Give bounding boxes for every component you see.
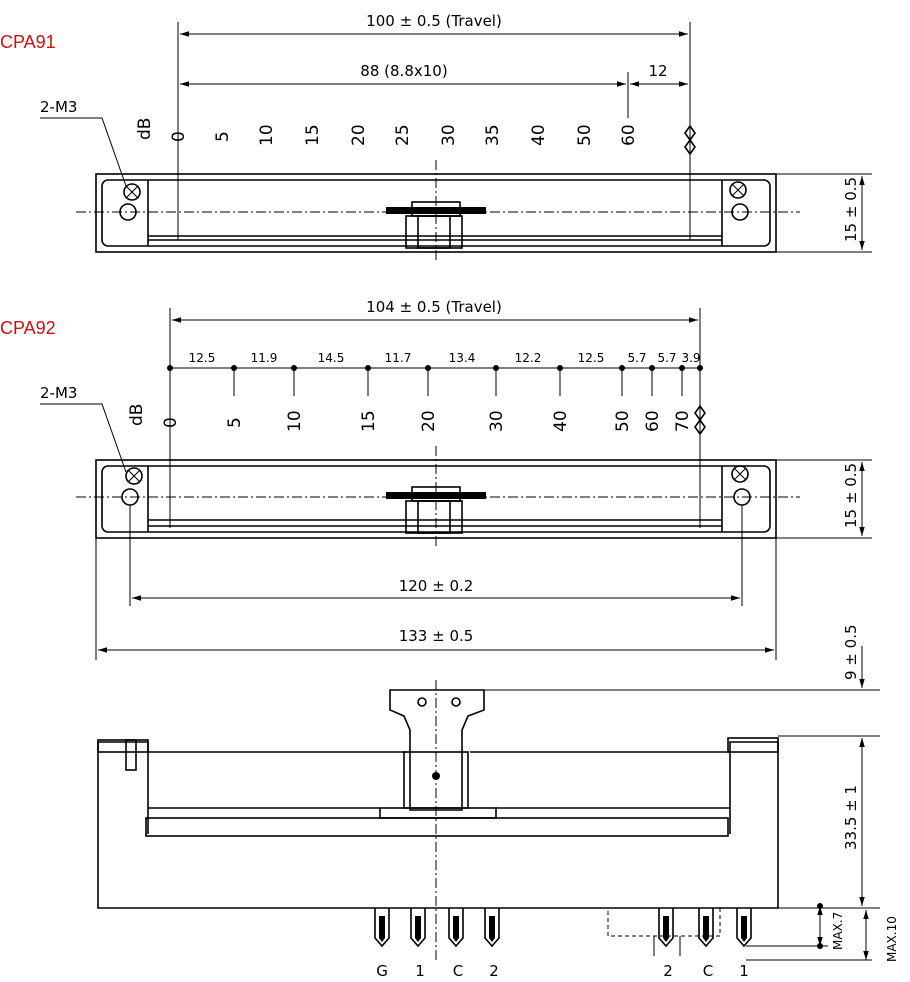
cpa91-mount-leader: [40, 117, 127, 187]
pin-label-right: 1: [739, 962, 749, 980]
cpa92-height-label: 15 ± 0.5: [842, 463, 860, 528]
cpa91-slider-knob: [386, 201, 486, 249]
terminal-pin: [374, 908, 390, 948]
terminal-pin: [410, 908, 426, 948]
side-pin-labels: G 1 C 2 2 C 1: [376, 962, 749, 980]
cpa91-scale-label: 35: [483, 124, 503, 146]
side-pins-left: [374, 908, 500, 948]
cpa92-scale-label: 20: [419, 410, 439, 432]
cpa92-spacing-label: 12.2: [515, 351, 542, 365]
cpa92-spacing-label: 13.4: [449, 351, 476, 365]
cpa92-scale: 0 5 10 15 20 30 40 50 60 70: [161, 368, 693, 432]
terminal-pin: [484, 908, 500, 948]
terminal-pin: [736, 908, 752, 948]
knob-height-label: 9 ± 0.5: [842, 624, 860, 680]
cpa92-spacing-label: 5.7: [657, 351, 676, 365]
cpa92-mount-leader: [40, 403, 127, 473]
cpa91-scale-label: 15: [303, 124, 323, 146]
cpa91-height-label: 15 ± 0.5: [842, 177, 860, 242]
cpa91-scale-label: 0: [169, 131, 189, 142]
cpa92-spacing-label: 3.9: [681, 351, 700, 365]
cpa92-scale-label: 5: [225, 417, 245, 428]
cpa91-right-holes: [729, 181, 749, 221]
cpa92-scale-label: 40: [551, 410, 571, 432]
cpa92-top-view: CPA92 104 ± 0.5 (Travel) 12.5 11.9 14.5 11.…: [0, 298, 872, 660]
cpa91-unit-label: dB: [135, 118, 155, 140]
cpa91-scale-label: 20: [349, 124, 369, 146]
cpa92-spacing-label: 11.9: [251, 351, 278, 365]
cpa92-scale-label: 15: [359, 410, 379, 432]
cpa91-scale-label: 25: [393, 124, 413, 146]
cpa91-scale: 0 5 10 15 20 25 30 35 40 50 60: [169, 124, 639, 146]
cpa92-slider-knob: [386, 486, 486, 534]
cpa91-end-diamond: [684, 124, 696, 156]
cpa92-scale-label: 70: [673, 410, 693, 432]
cpa92-unit-label: dB: [127, 404, 147, 426]
pin-label-right: 2: [663, 962, 673, 980]
cpa92-scale-label: 30: [487, 410, 507, 432]
side-pcb-outline: [607, 907, 721, 937]
pin-label-left: G: [376, 962, 388, 980]
cpa92-mount-label: 2-M3: [40, 384, 77, 402]
cpa91-left-holes: [119, 183, 141, 221]
cpa92-spacing-label: 5.7: [627, 351, 646, 365]
cpa92-spacing-tick: [697, 365, 703, 371]
cpa91-scale-label: 5: [213, 131, 233, 142]
terminal-pin: [448, 908, 464, 948]
cpa92-travel-label: 104 ± 0.5 (Travel): [366, 298, 502, 316]
cpa91-scale-label: 30: [439, 124, 459, 146]
cpa92-end-diamond: [694, 404, 706, 436]
cpa92-spacing-label: 11.7: [385, 351, 412, 365]
side-resistive-strip: [145, 817, 729, 837]
cpa92-overall-label: 133 ± 0.5: [399, 627, 474, 645]
cpa92-scale-label: 50: [613, 410, 633, 432]
cpa91-span-label: 88 (8.8x10): [360, 62, 447, 80]
cpa92-left-holes: [121, 467, 143, 506]
side-slider-knob: [389, 689, 485, 811]
pin-label-left: 2: [489, 962, 499, 980]
cpa91-model-label: CPA91: [0, 32, 56, 52]
cpa92-hole-pitch-label: 120 ± 0.2: [399, 577, 474, 595]
cpa91-end-label: 12: [648, 62, 667, 80]
terminal-pin: [698, 908, 714, 948]
side-view: 9 ± 0.5 33.5 ± 1 MAX.7 MAX.10 G 1 C 2 2 C 1: [97, 624, 899, 980]
side-pins-right: [658, 908, 752, 948]
cpa92-spacing-label: 12.5: [578, 351, 605, 365]
cpa91-scale-label: 10: [257, 124, 277, 146]
cpa92-scale-label: 60: [643, 410, 663, 432]
side-body-outline: [97, 741, 779, 909]
cpa92-scale-label: 10: [285, 410, 305, 432]
cpa92-model-label: CPA92: [0, 318, 56, 338]
cpa91-travel-label: 100 ± 0.5 (Travel): [366, 12, 502, 30]
pin-label-left: C: [453, 962, 463, 980]
cpa92-spacing-chain: 12.5 11.9 14.5 11.7 13.4 12.2 12.5 5.7 5.7 3.9: [167, 351, 703, 371]
cpa91-scale-label: 40: [529, 124, 549, 146]
cpa92-spacing-label: 12.5: [189, 351, 216, 365]
pin-label-left: 1: [415, 962, 425, 980]
cpa92-right-holes: [731, 465, 751, 506]
pin-label-right: C: [703, 962, 713, 980]
pin-max10-label: MAX.10: [885, 916, 899, 962]
cpa92-spacing-label: 14.5: [318, 351, 345, 365]
pin-max7-label: MAX.7: [831, 912, 845, 950]
cpa91-scale-label: 60: [619, 124, 639, 146]
body-height-label: 33.5 ± 1: [842, 785, 860, 850]
cpa91-mount-label: 2-M3: [40, 98, 77, 116]
terminal-pin: [658, 908, 674, 948]
cpa91-top-view: CPA91 100 ± 0.5 (Travel) 88 (8.8x10) 12 …: [0, 12, 872, 262]
cpa92-scale-label: 0: [161, 417, 181, 428]
cpa91-scale-label: 50: [575, 124, 595, 146]
